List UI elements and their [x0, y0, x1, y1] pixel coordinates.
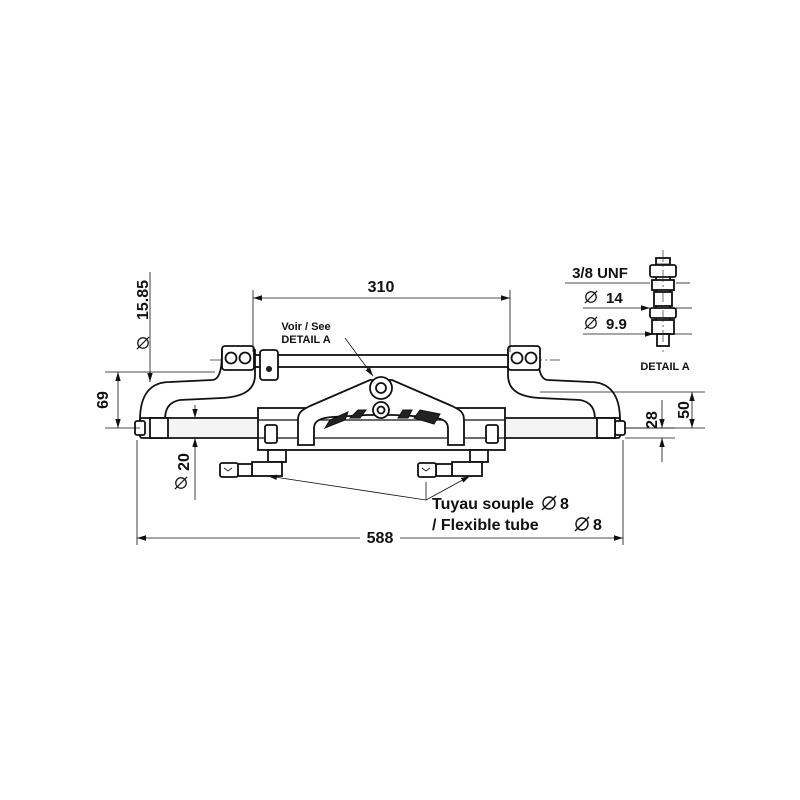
dim-28-label: 28 [644, 411, 661, 429]
dim-20: 20 [174, 405, 198, 500]
detail-a-thread-label: 3/8 UNF [572, 265, 628, 282]
dim-310: 310 [252, 279, 511, 352]
hose-callout-line1: Tuyau souple [432, 496, 534, 513]
brand-logo [323, 409, 441, 430]
detail-a-dia99-label: 9.9 [606, 316, 627, 333]
dim-310-label: 310 [368, 279, 395, 296]
detail-reference: Voir / See DETAIL A [281, 321, 374, 377]
hose-callout-line2-size: 8 [593, 517, 602, 534]
dim-69-label: 69 [95, 391, 112, 409]
hose-callout-line2: / Flexible tube [432, 517, 539, 534]
detail-ref-line1: Voir / See [281, 321, 330, 333]
hose-fitting-left [219, 449, 287, 478]
detail-ref-line2: DETAIL A [281, 334, 330, 346]
dim-50: 50 [540, 391, 705, 429]
dim-588: 588 [136, 440, 624, 547]
detail-a-dia14-label: 14 [606, 290, 623, 307]
detail-a-bolt: 3/8 UNF 14 9.9 DETAIL A [565, 250, 692, 373]
dim-69: 69 [95, 371, 215, 429]
hose-callout-line1-size: 8 [560, 496, 569, 513]
right-arm [507, 345, 621, 421]
dim-20-label: 20 [176, 453, 193, 471]
dim-28: 28 [625, 400, 675, 462]
dim-15-85-label: 15.85 [135, 280, 152, 320]
hose-fitting-right [417, 449, 489, 478]
detail-a-title: DETAIL A [640, 361, 689, 373]
dim-15-85: 15.85 [135, 272, 153, 382]
left-arm [139, 345, 256, 421]
dim-588-label: 588 [367, 530, 394, 547]
tie-rod [254, 349, 509, 381]
center-bracket [297, 376, 465, 446]
dim-50-label: 50 [676, 401, 693, 419]
hose-callout: Tuyau souple 8 / Flexible tube 8 [267, 474, 602, 534]
